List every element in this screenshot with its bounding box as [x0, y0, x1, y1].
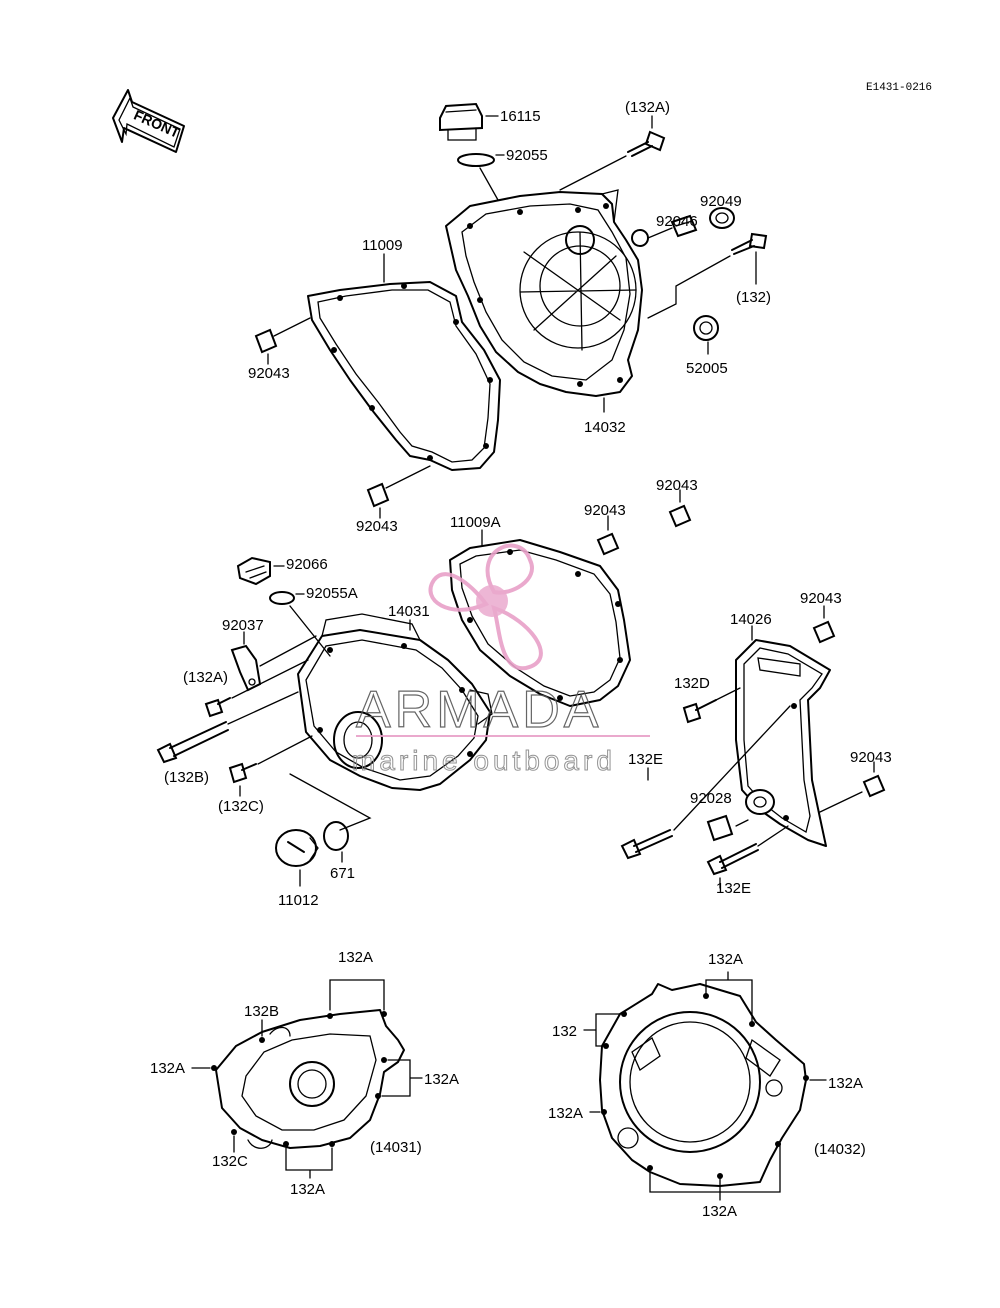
- label-14031-132A-top: 132A: [338, 949, 373, 966]
- label-92046: 92046: [656, 213, 698, 230]
- dowel-92043-b: [366, 482, 390, 508]
- label-92055A: 92055A: [306, 585, 358, 602]
- label-14032-132A-left: 132A: [548, 1105, 583, 1122]
- dowel-92043-c: [596, 532, 620, 556]
- cap-11012: [275, 829, 319, 867]
- seal-92046: [670, 214, 698, 238]
- label-14031-132B: 132B: [244, 1003, 279, 1020]
- clutch-cover-14032: [445, 189, 649, 397]
- propeller-logo-icon: [428, 543, 543, 671]
- dowel-92043-f: [862, 774, 886, 798]
- bolt-132E-a: [620, 829, 673, 860]
- label-92043-b: 92043: [356, 518, 398, 535]
- label-14026: 14026: [730, 611, 772, 628]
- label-132A-top: (132A): [625, 99, 670, 116]
- label-92043-a: 92043: [248, 365, 290, 382]
- collar-92028: [706, 789, 775, 842]
- label-671: 671: [330, 865, 355, 882]
- o-ring-92055: [457, 153, 495, 167]
- label-11009: 11009: [362, 237, 403, 254]
- label-132D: 132D: [674, 675, 710, 692]
- label-16115: 16115: [500, 108, 541, 125]
- label-14032-132A-bottom: 132A: [702, 1203, 737, 1220]
- clamp-92037: [230, 644, 262, 692]
- bolt-132C-mid: [228, 762, 257, 784]
- label-132C-mid: (132C): [218, 798, 264, 815]
- label-11012: 11012: [278, 892, 319, 909]
- label-132-right: (132): [736, 289, 771, 306]
- seal-92049: [709, 207, 735, 229]
- label-14031-132A-right: 132A: [424, 1071, 459, 1088]
- reference-code: E1431-0216: [866, 82, 932, 94]
- label-14032-title: (14032): [814, 1141, 866, 1158]
- o-ring-671: [323, 821, 349, 851]
- plug-92066: [236, 556, 271, 586]
- front-arrow-icon: FRONT: [112, 89, 185, 153]
- label-92037: 92037: [222, 617, 264, 634]
- label-132E-b: 132E: [716, 880, 751, 897]
- propeller-hub: [476, 585, 508, 617]
- label-92043-d: 92043: [656, 477, 698, 494]
- detail-14032: [599, 983, 809, 1187]
- bolt-132A-mid: [204, 697, 231, 718]
- dowel-92043-a: [254, 328, 278, 354]
- gasket-11009: [307, 281, 501, 471]
- watermark-brand: ARMADA: [356, 681, 602, 739]
- generator-cover-14031: [297, 613, 493, 791]
- detail-14031: [211, 1009, 405, 1149]
- label-92043-f: 92043: [850, 749, 892, 766]
- bolt-132-right: [731, 232, 768, 255]
- label-14032: 14032: [584, 419, 626, 436]
- label-92028: 92028: [690, 790, 732, 807]
- dowel-92043-e: [812, 620, 836, 644]
- label-92049: 92049: [700, 193, 742, 210]
- outer-cover-14026: [735, 639, 831, 847]
- label-132E-a: 132E: [628, 751, 663, 768]
- label-14031: 14031: [388, 603, 430, 620]
- label-52005: 52005: [686, 360, 728, 377]
- label-14031-132A-bottom: 132A: [290, 1181, 325, 1198]
- bolt-132B-mid: [156, 721, 229, 764]
- label-92055-top: 92055: [506, 147, 548, 164]
- label-14032-132A-top: 132A: [708, 951, 743, 968]
- bolt-132E-b: [706, 843, 759, 876]
- dowel-92043-d: [668, 504, 692, 528]
- watermark-tagline: marine outboard: [352, 745, 616, 776]
- label-132A-mid: (132A): [183, 669, 228, 686]
- label-11009A: 11009A: [450, 514, 501, 531]
- label-92066: 92066: [286, 556, 328, 573]
- filler-cap-16115: [439, 102, 483, 141]
- label-132B-mid: (132B): [164, 769, 209, 786]
- watermark: ARMADA marine outboard: [352, 543, 650, 777]
- seal-52005: [693, 315, 719, 341]
- label-92043-c: 92043: [584, 502, 626, 519]
- label-14031-132A-left: 132A: [150, 1060, 185, 1077]
- label-14031-title: (14031): [370, 1139, 422, 1156]
- label-14031-132C: 132C: [212, 1153, 248, 1170]
- label-14032-132: 132: [552, 1023, 577, 1040]
- o-ring-92055A: [269, 591, 295, 605]
- bolt-132D: [682, 699, 717, 724]
- bolt-132A-top: [627, 130, 666, 157]
- label-14032-132A-right: 132A: [828, 1075, 863, 1092]
- gasket-11009A: [449, 539, 631, 707]
- label-92043-e: 92043: [800, 590, 842, 607]
